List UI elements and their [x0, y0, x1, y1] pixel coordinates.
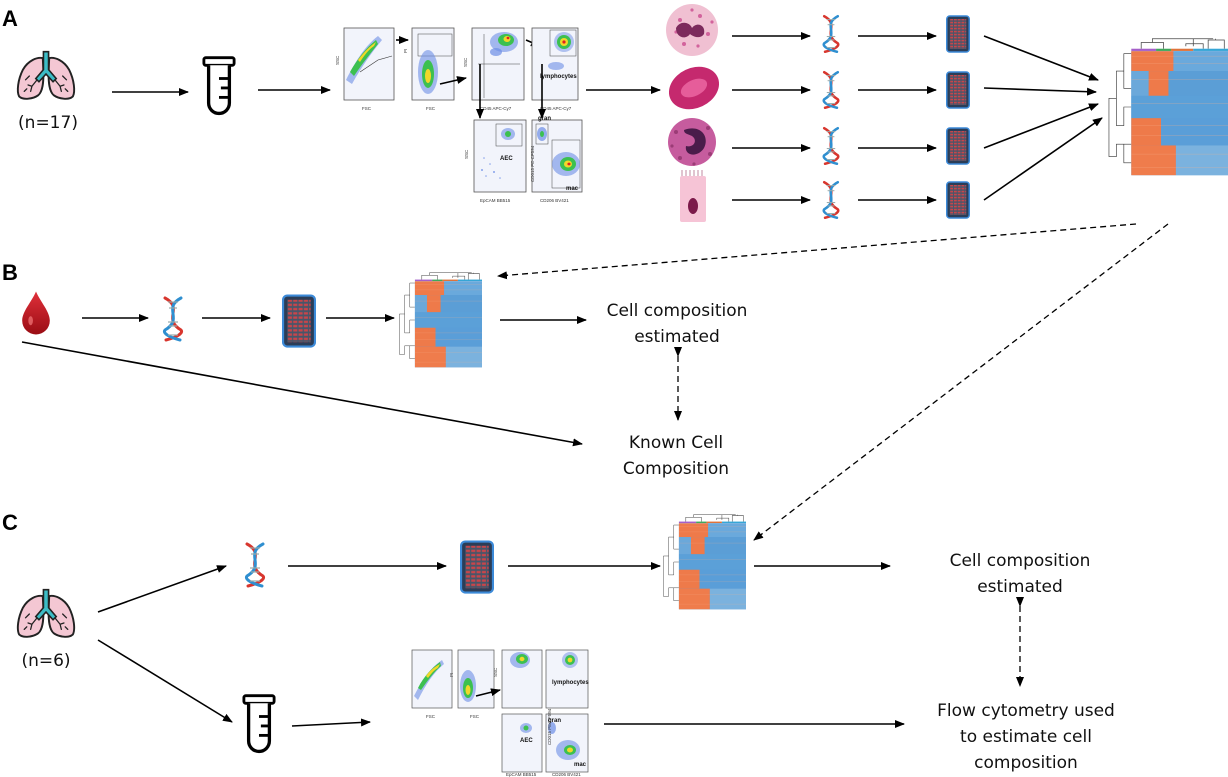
dna-icon-b	[162, 296, 184, 342]
facs-a-lymphocytes-label: lymphocytes	[540, 74, 577, 80]
facs-c-gran-label: gran	[548, 718, 561, 724]
dna-icon-a3	[822, 126, 840, 166]
microarray-icon-a1	[946, 15, 970, 53]
dna-icon-a4	[822, 180, 840, 220]
facs-c-cd206-label: CD206 BV421	[552, 772, 581, 777]
b-result-line-1: Cell composition	[607, 301, 748, 321]
arrow-c-lung-dna	[97, 565, 227, 613]
facs-gating-c: FSC PI FSC SSC CD45 APC-Cy7 lymphocytes …	[411, 649, 589, 777]
b-known-line-1: Known Cell	[629, 433, 723, 453]
macrophage-icon	[668, 118, 716, 166]
dashed-ref-to-c	[753, 223, 1169, 541]
c-result-line-2: estimated	[977, 577, 1063, 597]
facs-c-lymphocytes-label: lymphocytes	[552, 680, 589, 686]
lung-count-c: (n=6)	[21, 651, 70, 671]
heatmap-b	[398, 272, 482, 368]
facs-a-cd45-label-1: CD45 APC-Cy7	[480, 106, 512, 111]
facs-plot-lymphocytes: lymphocytes CD45 APC-Cy7	[531, 27, 579, 111]
arrow-c-tube-facs	[291, 718, 371, 727]
facs-a-cd15-label: CD015 PE-CF594	[530, 145, 535, 182]
microarray-icon-a3	[946, 127, 970, 165]
c-flow-line-1: Flow cytometry used	[937, 701, 1115, 721]
dna-icon-a2	[822, 70, 840, 110]
lung-count-a: (n=17)	[18, 113, 78, 133]
arrow-b-blood-known	[21, 341, 583, 447]
facs-c-pi-label: PI	[449, 673, 454, 677]
facs-gating-a: SSC FSC PI FSC SSC CD45 APC-Cy7	[335, 27, 583, 203]
facs-c-cd15-label: CD015 PE-CF594	[547, 708, 552, 745]
facs-c-fsc-label-2: FSC	[470, 714, 480, 719]
panel-b-letter: B	[2, 260, 18, 285]
facs-plot-epcam-aec: AEC SSC EpCAM BB515	[464, 119, 527, 203]
red-blood-cell-icon	[668, 66, 720, 110]
granulocyte-icon	[666, 4, 718, 56]
microarray-icon-a4	[946, 181, 970, 219]
facs-a-ssc-label-3: SSC	[464, 149, 469, 159]
microarray-icon-a2	[946, 71, 970, 109]
facs-a-pi-label: PI	[403, 49, 408, 53]
b-result-line-2: estimated	[634, 327, 720, 347]
facs-a-epcam-label: EpCAM BB515	[480, 198, 511, 203]
dna-icon-c	[246, 544, 263, 586]
facs-plot-cd45-ssc: SSC CD45 APC-Cy7	[463, 27, 525, 111]
c-result-line-1: Cell composition	[950, 551, 1091, 571]
c-flow-line-2: to estimate cell	[960, 727, 1092, 747]
panel-a-letter: A	[2, 6, 18, 31]
facs-a-aec-label: AEC	[500, 156, 513, 162]
test-tube-icon-c	[242, 693, 276, 754]
lungs-icon-c	[16, 588, 76, 638]
facs-c-ssc-label: SSC	[493, 667, 498, 677]
facs-a-fsc-label-1: FSC	[362, 106, 372, 111]
dashed-ref-to-b	[497, 223, 1137, 280]
facs-plot-fsc-pi: PI FSC	[403, 27, 455, 111]
facs-a-ssc-label-1: SSC	[335, 55, 340, 65]
facs-c-aec-label: AEC	[520, 738, 533, 744]
lungs-icon-a	[16, 50, 76, 100]
arrow-c-lung-tube	[97, 639, 233, 723]
c-flow-line-3: composition	[974, 753, 1078, 773]
test-tube-icon-a	[202, 55, 236, 116]
epithelial-cell-icon	[680, 170, 706, 222]
facs-a-cd45-label-2: CD45 APC-Cy7	[540, 106, 572, 111]
row-arrows-a	[732, 32, 937, 204]
heatmap-reference-a	[1107, 37, 1228, 177]
panel-c-letter: C	[2, 510, 18, 535]
facs-plot-cd206-gran-mac: gran mac CD015 PE-CF594 CD206 BV421	[530, 116, 583, 203]
facs-plot-fsc-ssc: SSC FSC	[335, 27, 395, 111]
b-known-line-2: Composition	[623, 459, 729, 479]
facs-c-epcam-label: EpCAM BB515	[506, 772, 537, 777]
facs-a-gran-label: gran	[538, 116, 551, 122]
converge-arrows-a	[983, 35, 1103, 201]
dna-icon-a1	[822, 14, 840, 54]
blood-drop-icon	[22, 291, 50, 335]
facs-a-cd206-label: CD206 BV421	[540, 198, 569, 203]
heatmap-c	[662, 514, 746, 610]
facs-c-mac-label: mac	[574, 762, 587, 768]
microarray-icon-c	[460, 540, 494, 594]
facs-a-ssc-label-2: SSC	[463, 57, 468, 67]
microarray-icon-b	[282, 294, 316, 348]
facs-c-fsc-label-1: FSC	[426, 714, 436, 719]
facs-a-fsc-label-2: FSC	[426, 106, 436, 111]
facs-a-mac-label: mac	[566, 186, 579, 192]
